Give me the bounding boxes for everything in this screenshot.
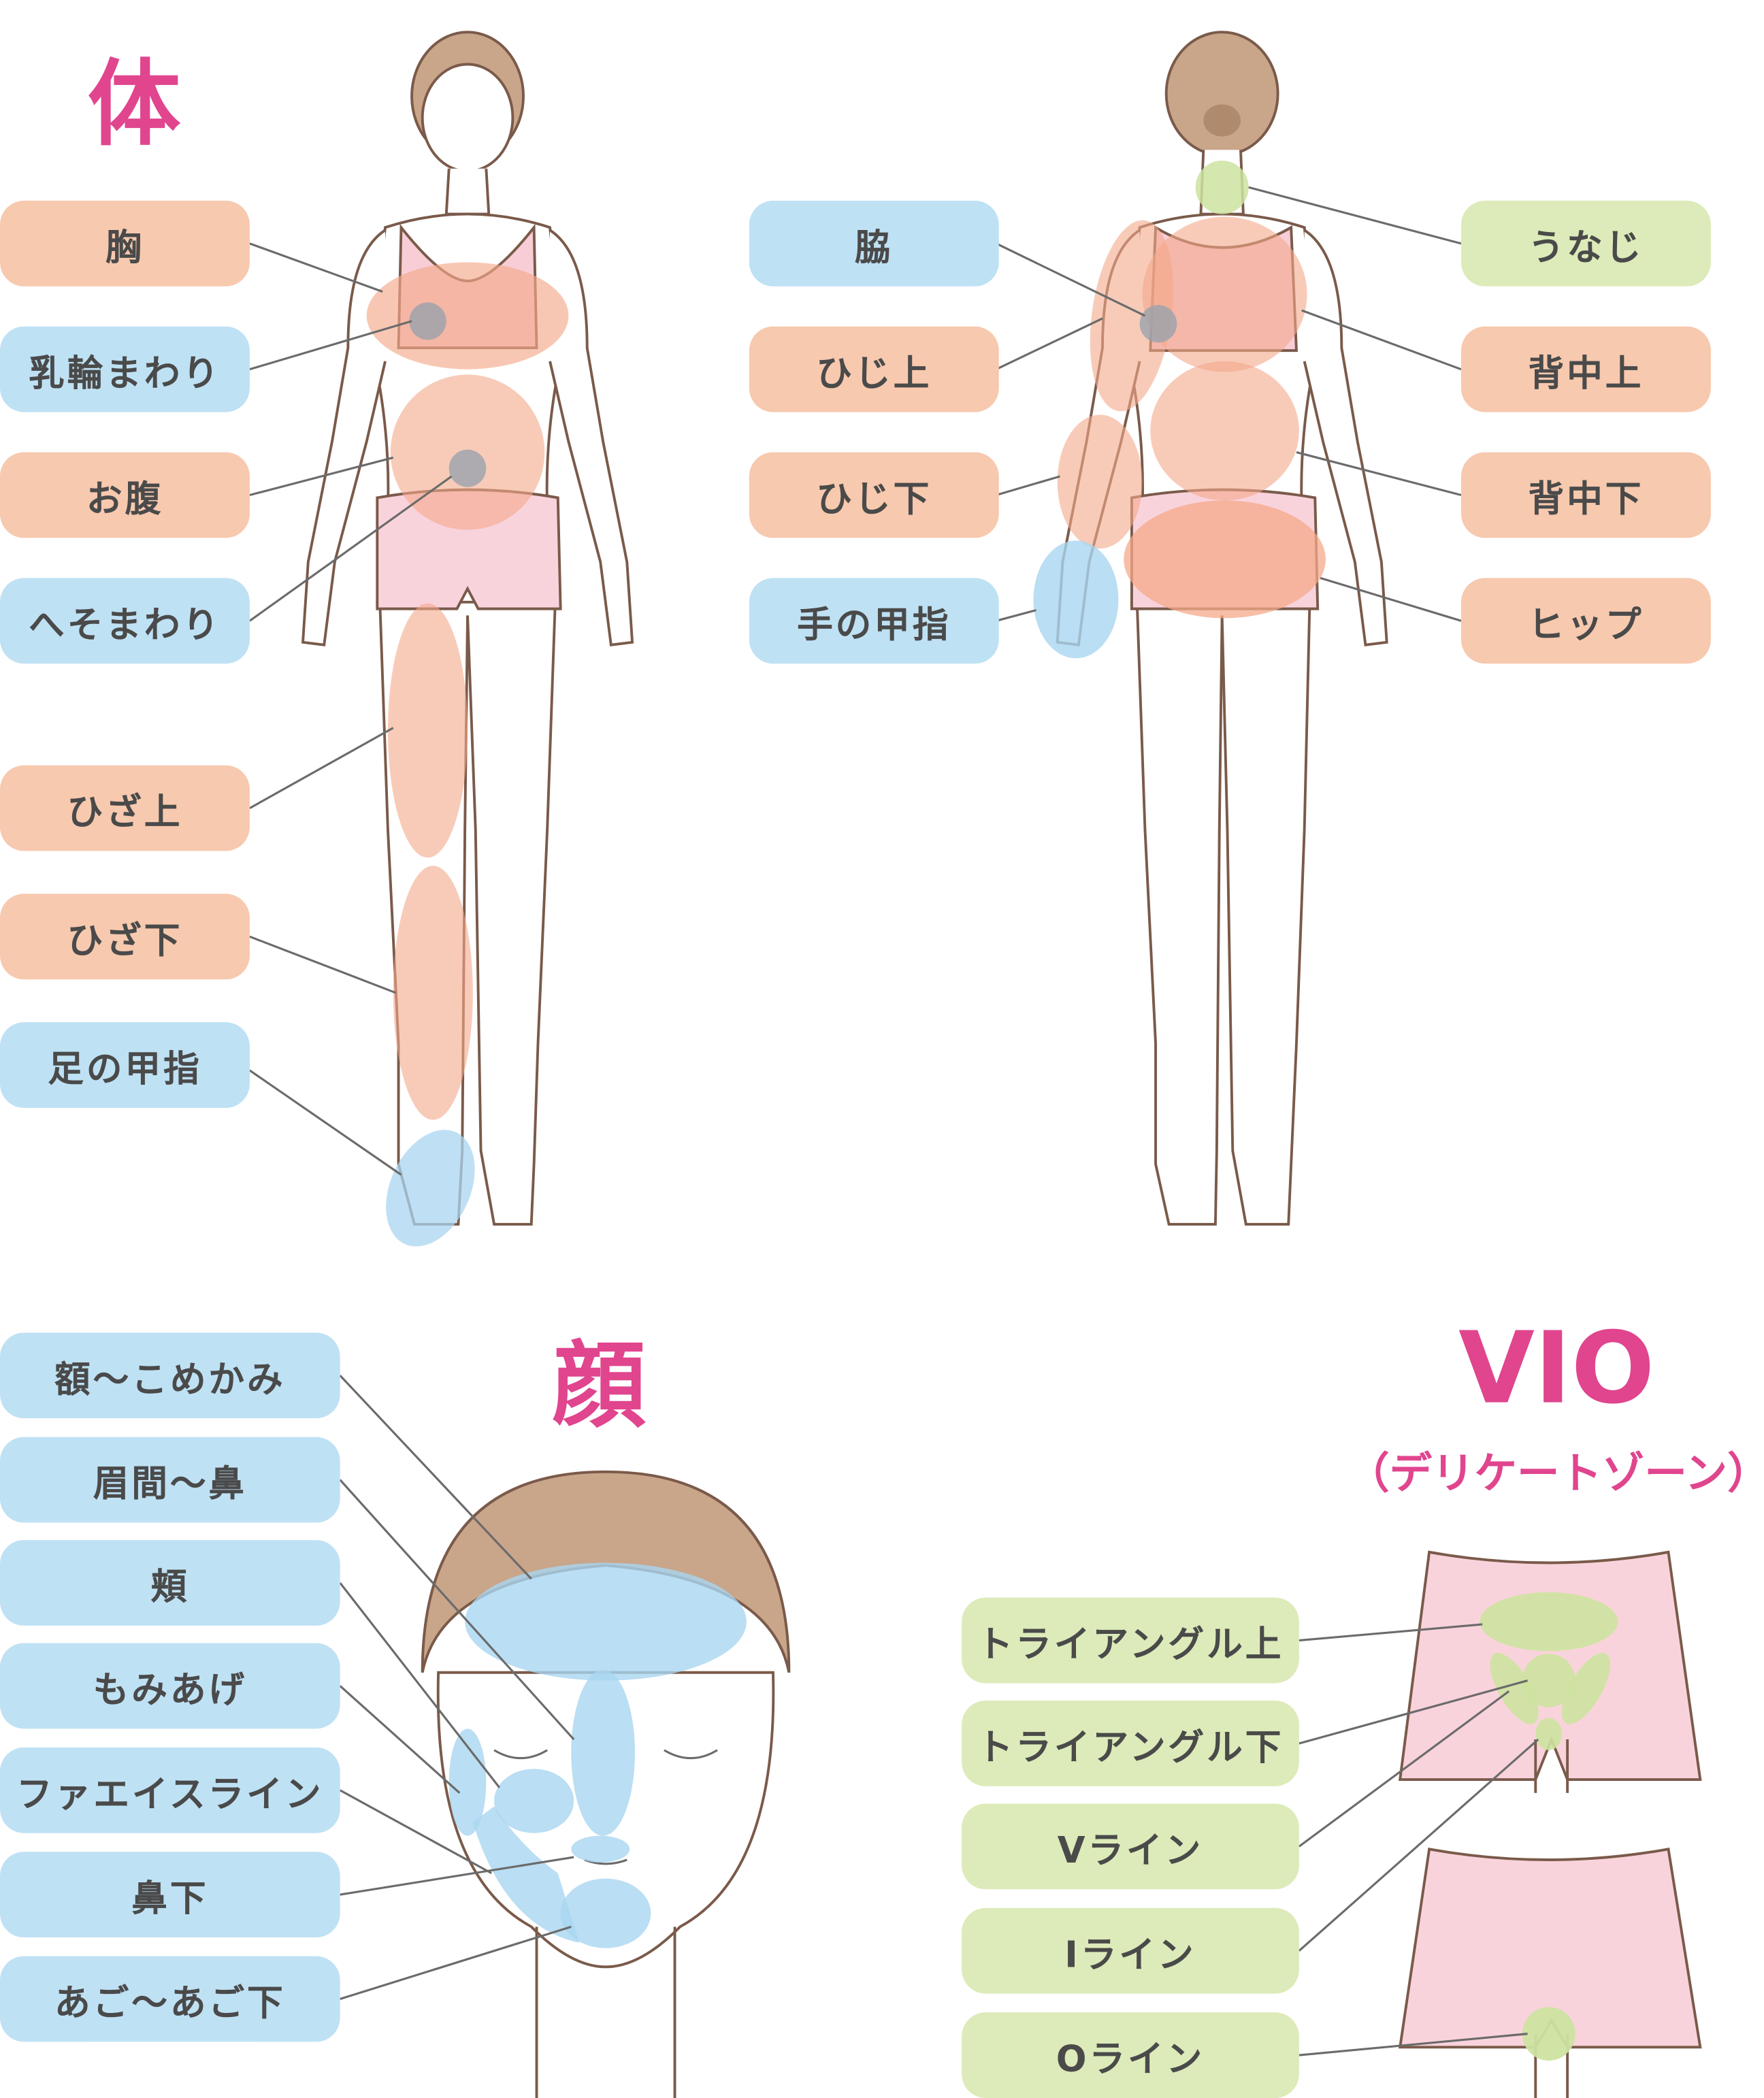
label-abdomen[interactable]: お腹 bbox=[0, 452, 250, 538]
label-upper-arm[interactable]: ひじ上 bbox=[749, 326, 999, 412]
front-body-figure bbox=[301, 31, 634, 1247]
label-v-line[interactable]: Vライン bbox=[962, 1803, 1299, 1890]
vio-figure bbox=[1398, 1550, 1702, 2098]
label-areola[interactable]: 乳輪まわり bbox=[0, 326, 250, 412]
label-forehead-temples[interactable]: 額〜こめかみ bbox=[0, 1332, 340, 1419]
label-o-line[interactable]: Oライン bbox=[962, 2012, 1299, 2098]
label-hands-fingers[interactable]: 手の甲指 bbox=[749, 578, 999, 664]
label-face-line[interactable]: ファエイスライン bbox=[0, 1747, 340, 1833]
label-above-knee[interactable]: ひざ上 bbox=[0, 765, 250, 851]
label-sideburns[interactable]: もみあげ bbox=[0, 1643, 340, 1729]
label-chin[interactable]: あご〜あご下 bbox=[0, 1956, 340, 2042]
label-under-nose[interactable]: 鼻下 bbox=[0, 1852, 340, 1938]
label-lower-back[interactable]: 背中下 bbox=[1460, 452, 1711, 538]
label-nape[interactable]: うなじ bbox=[1460, 200, 1711, 286]
front-body-leader-lines bbox=[249, 242, 453, 1176]
face-heading: 顔 bbox=[552, 1331, 646, 1441]
label-below-knee[interactable]: ひざ下 bbox=[0, 894, 250, 980]
label-hip[interactable]: ヒップ bbox=[1460, 578, 1711, 664]
vio-leader-lines bbox=[1298, 1623, 1539, 2056]
label-cheeks[interactable]: 頬 bbox=[0, 1540, 340, 1626]
label-forearm[interactable]: ひじ下 bbox=[749, 452, 999, 538]
label-upper-back[interactable]: 背中上 bbox=[1460, 326, 1711, 412]
label-feet-toes[interactable]: 足の甲指 bbox=[0, 1022, 250, 1109]
label-armpit[interactable]: 脇 bbox=[749, 200, 999, 286]
label-navel[interactable]: へそまわり bbox=[0, 578, 250, 664]
face-leader-lines bbox=[339, 1375, 575, 2001]
label-triangle-lower[interactable]: トライアングル下 bbox=[962, 1701, 1299, 1786]
label-chest[interactable]: 胸 bbox=[0, 200, 250, 286]
face-figure bbox=[421, 1470, 791, 2098]
vio-heading: VIO bbox=[1458, 1311, 1655, 1426]
label-i-line[interactable]: Iライン bbox=[962, 1907, 1299, 1994]
label-brow-nose[interactable]: 眉間〜鼻 bbox=[0, 1437, 340, 1523]
vio-subheading: （デリケートゾーン） bbox=[1347, 1447, 1764, 1499]
back-body-leader-lines bbox=[996, 186, 1462, 622]
body-heading: 体 bbox=[87, 49, 181, 159]
back-body-figure bbox=[1033, 31, 1388, 1226]
label-triangle-upper[interactable]: トライアングル上 bbox=[962, 1597, 1299, 1684]
